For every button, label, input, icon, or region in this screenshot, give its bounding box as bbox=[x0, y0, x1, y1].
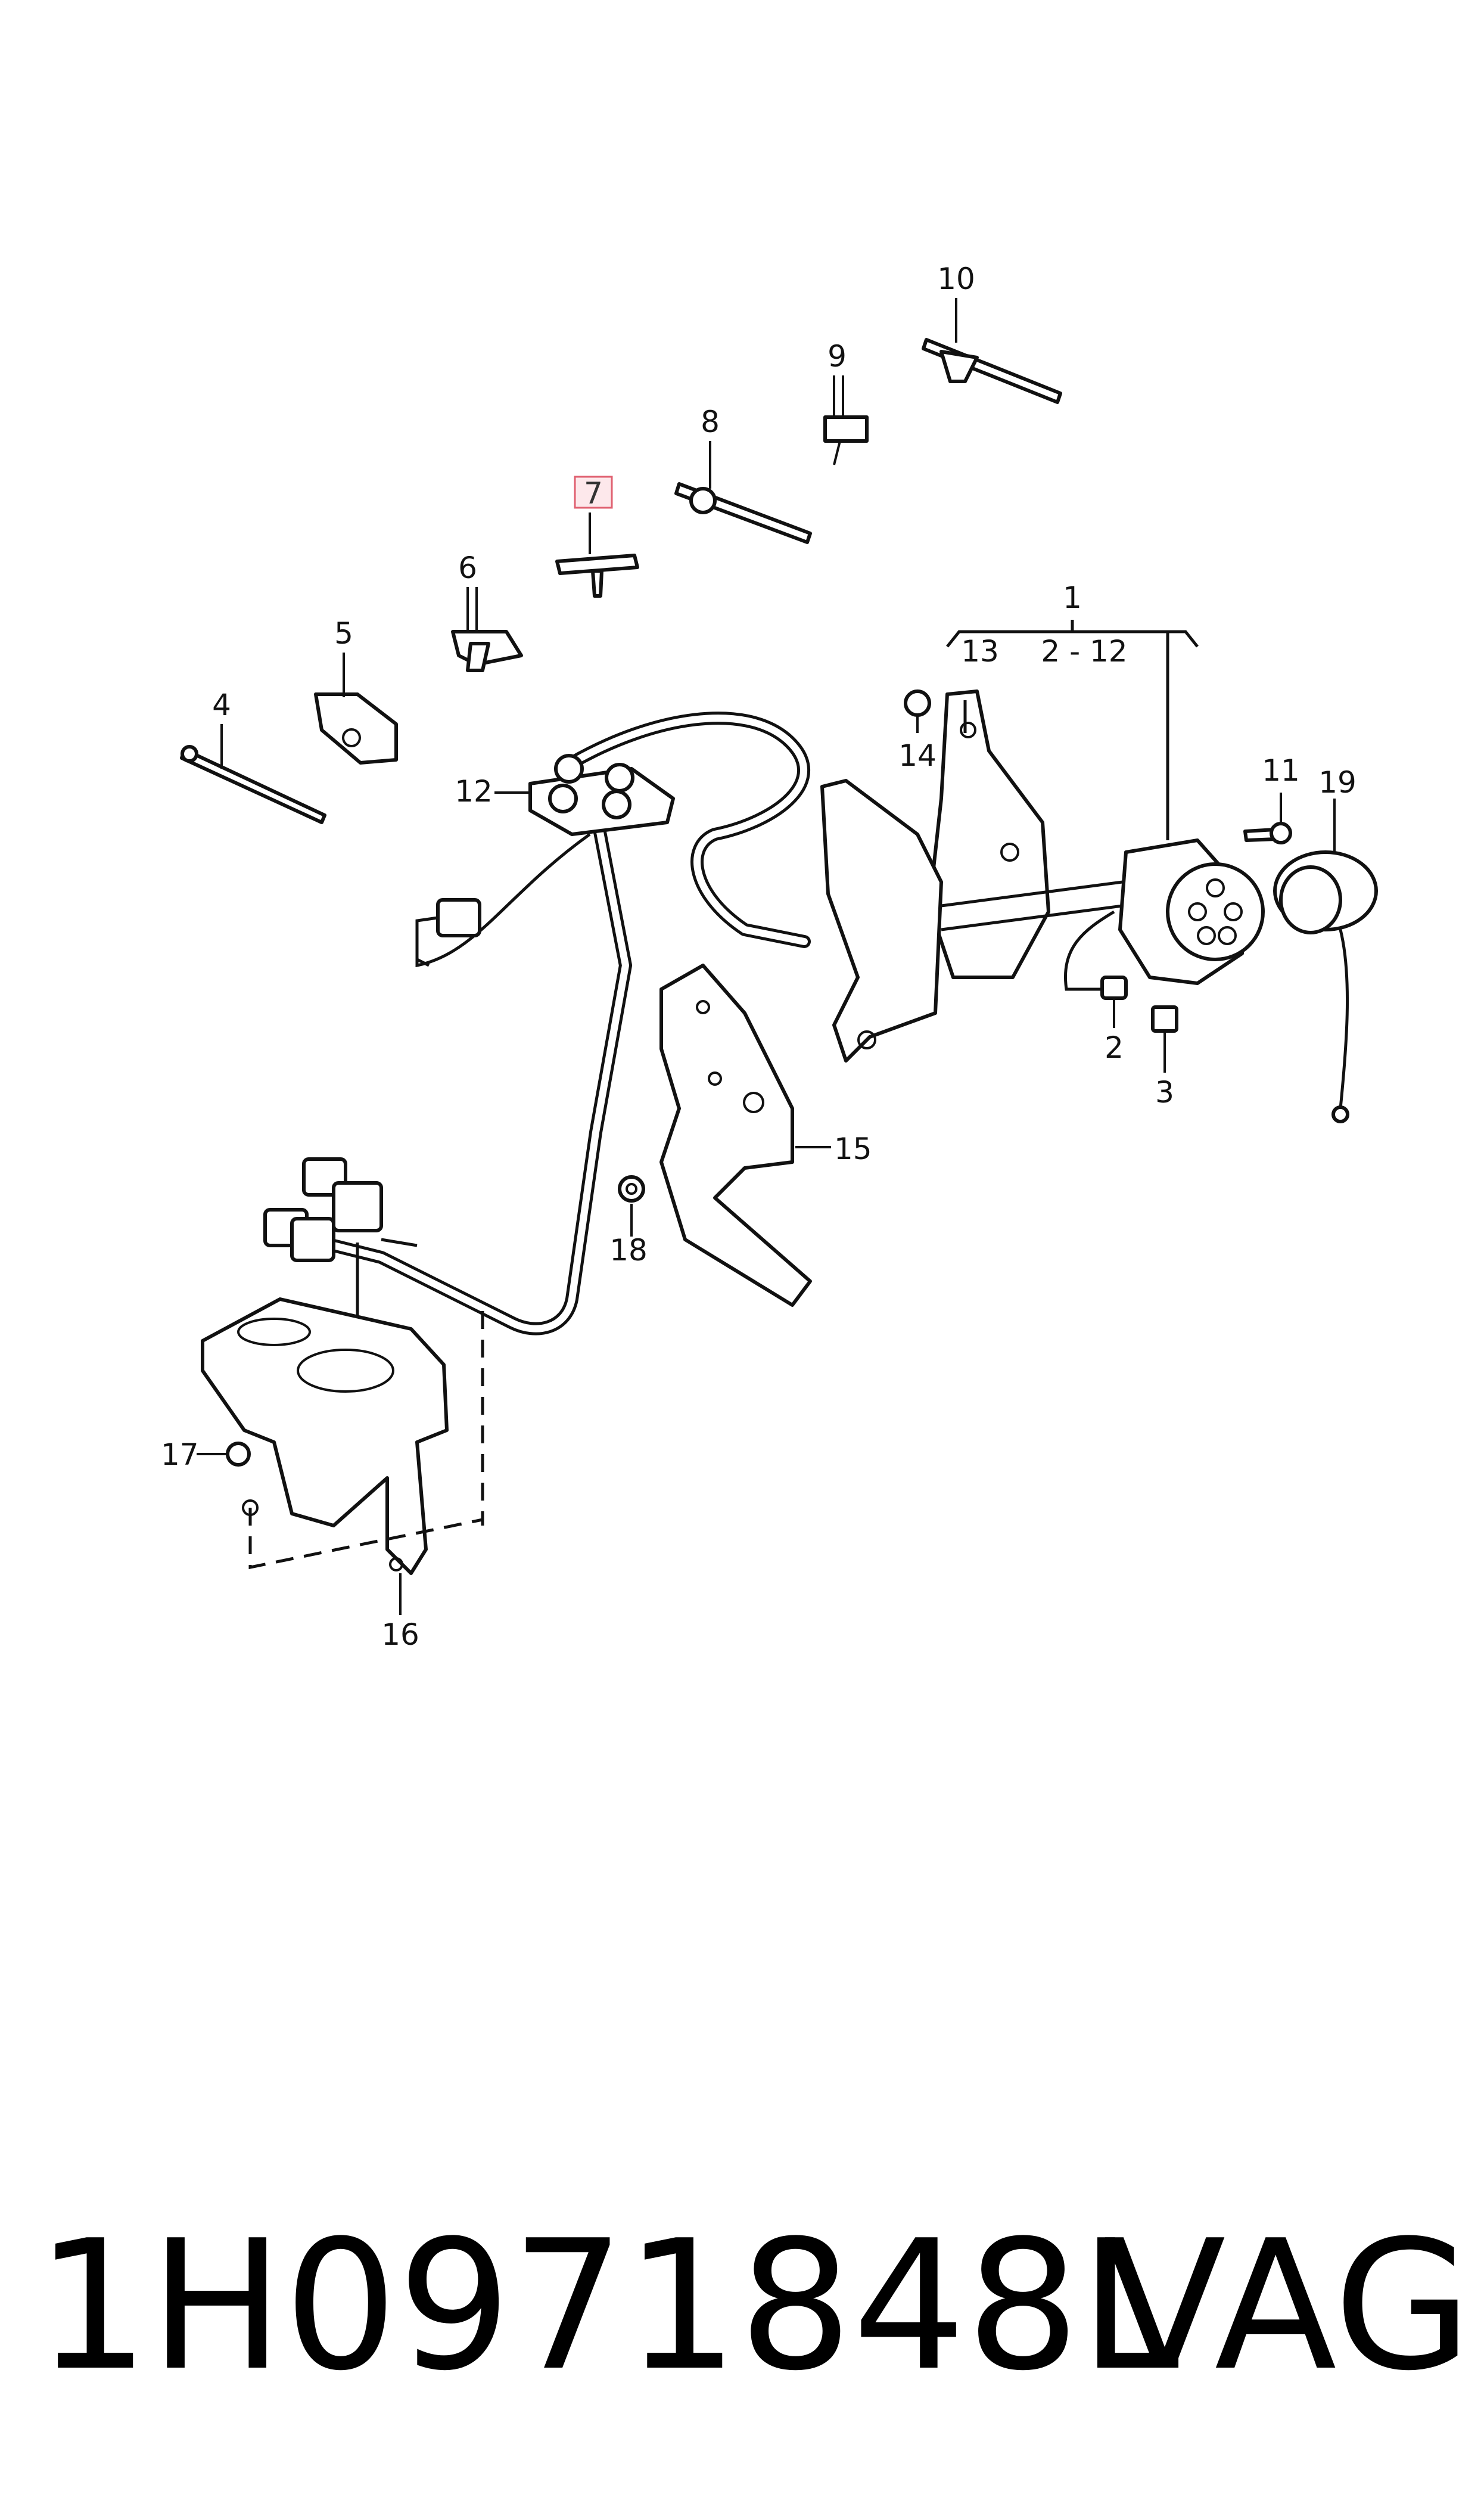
group-bracket-1 bbox=[946, 620, 1199, 840]
callout-8: 8 bbox=[701, 405, 720, 439]
clip-5 bbox=[314, 653, 398, 765]
clip-6 bbox=[451, 587, 523, 672]
callout-4: 4 bbox=[212, 688, 231, 722]
callout-10: 10 bbox=[937, 262, 975, 296]
callout-13: 13 bbox=[961, 634, 999, 669]
cap-19 bbox=[1273, 799, 1378, 1123]
callout-11: 11 bbox=[1262, 753, 1300, 788]
callout-16: 16 bbox=[381, 1617, 419, 1652]
callout-2-12: 2 - 12 bbox=[1041, 634, 1127, 669]
callout-7-highlight bbox=[574, 476, 613, 509]
callout-7: 7 bbox=[584, 476, 603, 511]
socket-housing bbox=[941, 838, 1265, 991]
callout-15: 15 bbox=[834, 1132, 872, 1166]
callout-3: 3 bbox=[1155, 1075, 1174, 1110]
part-number-caption: 1H0971848L bbox=[36, 2202, 1180, 2410]
callout-19: 19 bbox=[1318, 765, 1357, 800]
cable-tie-8 bbox=[674, 441, 812, 544]
connector-3 bbox=[1151, 1005, 1178, 1073]
hose-assembly bbox=[327, 712, 811, 1335]
screw-11 bbox=[1243, 793, 1292, 844]
callout-12: 12 bbox=[455, 774, 493, 809]
cable-tie-10 bbox=[922, 298, 1062, 404]
callout-17: 17 bbox=[161, 1437, 199, 1472]
bracket-16 bbox=[201, 1297, 484, 1615]
callout-5: 5 bbox=[334, 616, 353, 651]
callout-14: 14 bbox=[898, 738, 937, 773]
nut-17 bbox=[197, 1442, 251, 1467]
callout-9: 9 bbox=[827, 339, 847, 374]
bracket-15 bbox=[659, 964, 831, 1307]
cable-tie-4 bbox=[180, 724, 326, 824]
valve-unit bbox=[263, 1157, 418, 1347]
nut-18 bbox=[618, 1175, 645, 1237]
callout-labels: 1 13 2 - 12 14 11 19 2 3 4 5 6 7 8 9 10 … bbox=[161, 262, 1357, 1652]
callout-1: 1 bbox=[1063, 580, 1082, 615]
plug-connector bbox=[415, 898, 481, 967]
bracket-13 bbox=[820, 689, 1050, 1063]
clip-7 bbox=[555, 513, 639, 598]
callout-2: 2 bbox=[1105, 1030, 1124, 1065]
clip-9 bbox=[823, 375, 869, 465]
bolt-14 bbox=[904, 689, 931, 733]
sensor-2 bbox=[1100, 976, 1128, 1028]
grommet-12 bbox=[494, 754, 675, 836]
callout-6: 6 bbox=[458, 551, 477, 585]
brand-caption: VAG bbox=[1103, 2202, 1472, 2410]
callout-18: 18 bbox=[609, 1233, 648, 1268]
